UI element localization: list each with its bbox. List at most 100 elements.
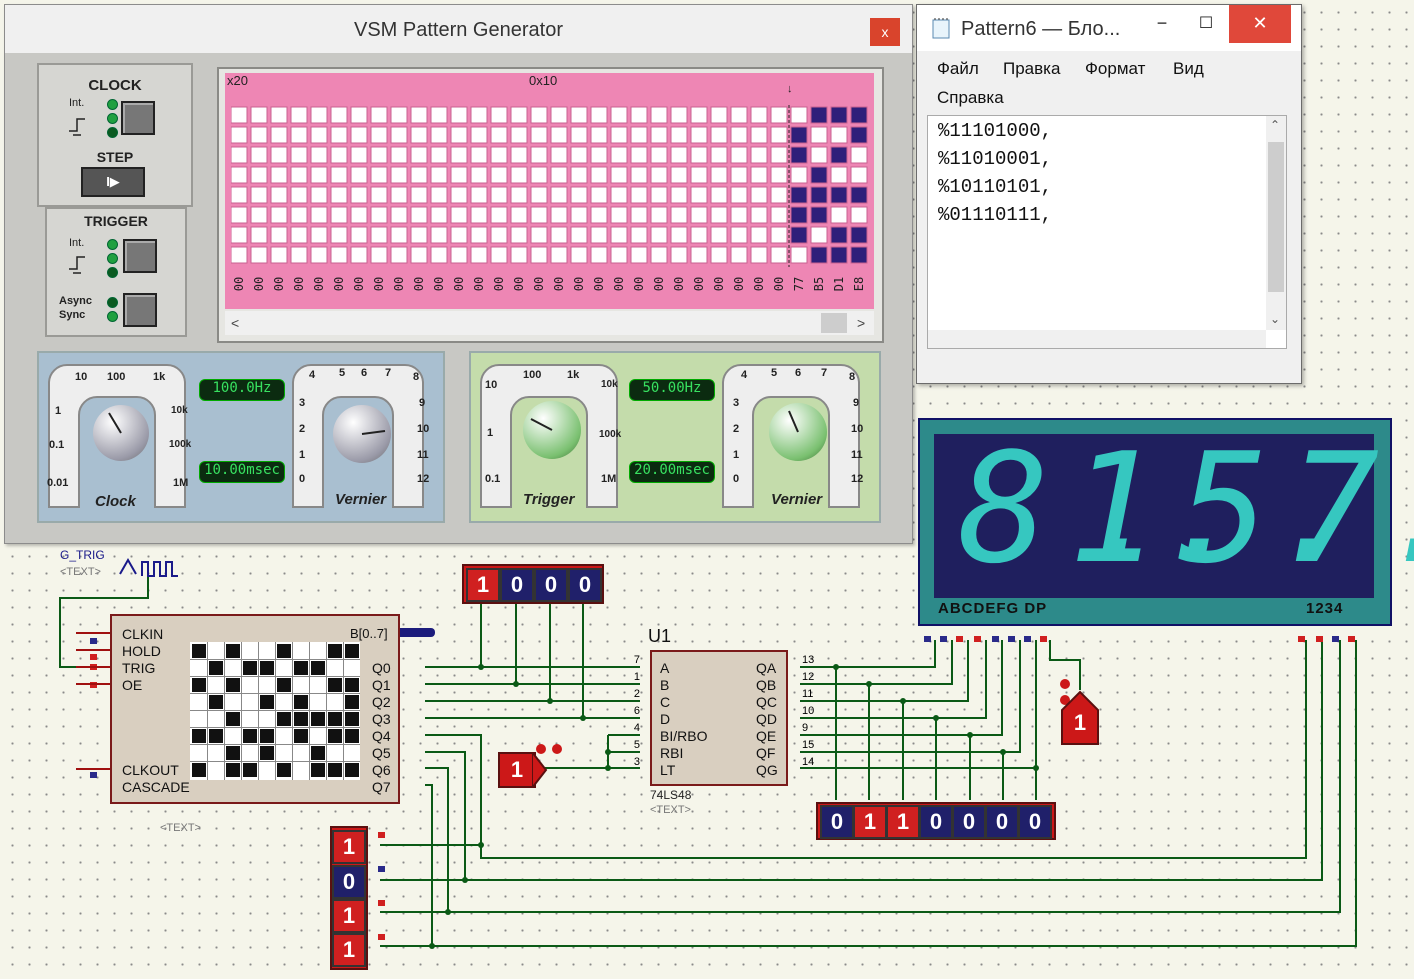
- notepad-text-area[interactable]: %11101000, %11010001, %10110101, %011101…: [927, 115, 1287, 349]
- trigger-range-knob[interactable]: [523, 401, 581, 459]
- column-hex-value: 00: [672, 276, 686, 292]
- logic-probe-a[interactable]: 0: [820, 805, 854, 839]
- pattern-cell: [330, 186, 348, 204]
- menu-file[interactable]: Файл: [937, 59, 979, 78]
- pattern-cell: [770, 126, 788, 144]
- logic-probe-b[interactable]: 1: [853, 805, 887, 839]
- pattern-cell: [810, 146, 828, 164]
- trigger-mode-button[interactable]: [123, 239, 157, 273]
- pattern-cell: [430, 166, 448, 184]
- maximize-button[interactable]: ☐: [1198, 15, 1214, 32]
- vernier-mark: 6: [361, 367, 368, 379]
- logic-probe-f[interactable]: 0: [985, 805, 1019, 839]
- chip-input-pin-stubs: [76, 632, 110, 778]
- vernier-mark: 4: [741, 369, 748, 381]
- pattern-cell: [290, 186, 308, 204]
- pattern-cell: [370, 166, 388, 184]
- pattern-cell: [550, 146, 568, 164]
- pattern-cell: [750, 186, 768, 204]
- decoder-chip-74ls48[interactable]: A B C D BI/RBO RBI LT QA QB QC QD QE QF …: [650, 650, 788, 786]
- pattern-generator-titlebar[interactable]: VSM Pattern Generator x: [5, 5, 912, 53]
- pattern-cell: [670, 206, 688, 224]
- pin-clkout: CLKOUT: [122, 762, 179, 778]
- pattern-cell: [710, 166, 728, 184]
- pattern-cell: [510, 246, 528, 264]
- horizontal-scrollbar[interactable]: [928, 330, 1266, 348]
- text-line: %11010001,: [938, 148, 1053, 170]
- menu-format[interactable]: Формат: [1085, 59, 1146, 78]
- pattern-cell: [231, 146, 248, 164]
- horizontal-scrollbar[interactable]: < >: [225, 311, 874, 335]
- logic-probe-d[interactable]: 0: [919, 805, 953, 839]
- pattern-cell: [610, 206, 628, 224]
- clock-dial-name: Clock: [95, 493, 136, 510]
- pulse-generator-icon[interactable]: [118, 556, 182, 582]
- logic-toggle-digit-3[interactable]: 1: [332, 899, 366, 933]
- menu-view[interactable]: Вид: [1173, 59, 1204, 78]
- decoder-pin-qe: QE: [756, 728, 777, 744]
- pin-number: 14: [802, 756, 815, 768]
- clock-mode-button[interactable]: [121, 101, 155, 135]
- logic-probe-g[interactable]: 0: [1018, 805, 1052, 839]
- pattern-cell: [730, 106, 748, 124]
- pattern-cell: [850, 186, 868, 204]
- notepad-titlebar[interactable]: Pattern6 — Бло... − ☐ ✕: [917, 5, 1301, 51]
- pattern-cell: [690, 186, 708, 204]
- pattern-cell: [490, 226, 508, 244]
- minimize-button[interactable]: −: [1156, 13, 1168, 33]
- pin-hold: HOLD: [122, 643, 161, 659]
- menu-edit[interactable]: Правка: [1003, 59, 1061, 78]
- seven-segment-display[interactable]: 8. 1. 5. 7. ABCDEFG DP 1234: [918, 418, 1414, 626]
- pattern-cell: [470, 246, 488, 264]
- pattern-generator-chip[interactable]: CLKIN HOLD TRIG OE CLKOUT CASCADE B[0..7…: [110, 614, 400, 804]
- logic-probe-e[interactable]: 0: [952, 805, 986, 839]
- trigger-vernier-name: Vernier: [771, 491, 823, 508]
- logic-probe-c[interactable]: 1: [886, 805, 920, 839]
- scroll-thumb[interactable]: [821, 313, 847, 333]
- logic-toggle-digit-2[interactable]: 0: [332, 865, 366, 899]
- logic-toggle-a[interactable]: 1: [466, 568, 500, 602]
- pin-number: 5: [633, 739, 640, 751]
- pattern-cell: [550, 186, 568, 204]
- pattern-cell: [850, 226, 868, 244]
- decoder-input-pin-numbers: 7 1 2 6 4 5 3: [626, 652, 640, 771]
- pattern-cell: [250, 226, 268, 244]
- logic-state-lt[interactable]: 1: [498, 752, 536, 788]
- logic-toggle-digit-1[interactable]: 1: [332, 830, 366, 864]
- scroll-left-arrow[interactable]: <: [231, 315, 240, 331]
- pattern-cell: [530, 146, 548, 164]
- vertical-scrollbar[interactable]: ⌃ ⌄: [1266, 116, 1286, 330]
- logic-toggle-d[interactable]: 0: [568, 568, 602, 602]
- pattern-cells[interactable]: [231, 105, 871, 267]
- scroll-right-arrow[interactable]: >: [857, 315, 866, 331]
- close-button[interactable]: x: [870, 18, 900, 46]
- scroll-thumb[interactable]: [1268, 142, 1284, 292]
- scroll-down-arrow[interactable]: ⌄: [1270, 312, 1281, 326]
- pattern-cell: [830, 166, 848, 184]
- logic-state-dp[interactable]: 1: [1073, 710, 1087, 735]
- pattern-cell: [270, 186, 288, 204]
- pattern-cell: [270, 206, 288, 224]
- clock-vernier-knob[interactable]: [333, 405, 391, 463]
- logic-toggle-b[interactable]: 0: [500, 568, 534, 602]
- pin-number: 4: [633, 722, 640, 734]
- clock-vernier-bezel: [292, 364, 424, 508]
- pin-number: 9: [802, 722, 809, 734]
- column-hex-value: 00: [332, 276, 346, 292]
- notepad-window: Pattern6 — Бло... − ☐ ✕ Файл Правка Форм…: [916, 4, 1302, 384]
- pattern-cell: [350, 106, 368, 124]
- clock-range-knob[interactable]: [93, 405, 149, 461]
- logic-toggle-digit-4[interactable]: 1: [332, 933, 366, 967]
- pattern-cell: [570, 246, 588, 264]
- sync-mode-button[interactable]: [123, 293, 157, 327]
- logic-toggle-c[interactable]: 0: [534, 568, 568, 602]
- scroll-up-arrow[interactable]: ⌃: [1270, 118, 1281, 132]
- pin-q4: Q4: [372, 728, 391, 744]
- window-title: VSM Pattern Generator: [354, 19, 563, 41]
- menu-help[interactable]: Справка: [937, 88, 1004, 107]
- notepad-close-button[interactable]: ✕: [1229, 5, 1291, 43]
- trigger-vernier-knob[interactable]: [769, 403, 827, 461]
- async-led: [107, 297, 118, 308]
- step-button[interactable]: I▶: [81, 167, 145, 197]
